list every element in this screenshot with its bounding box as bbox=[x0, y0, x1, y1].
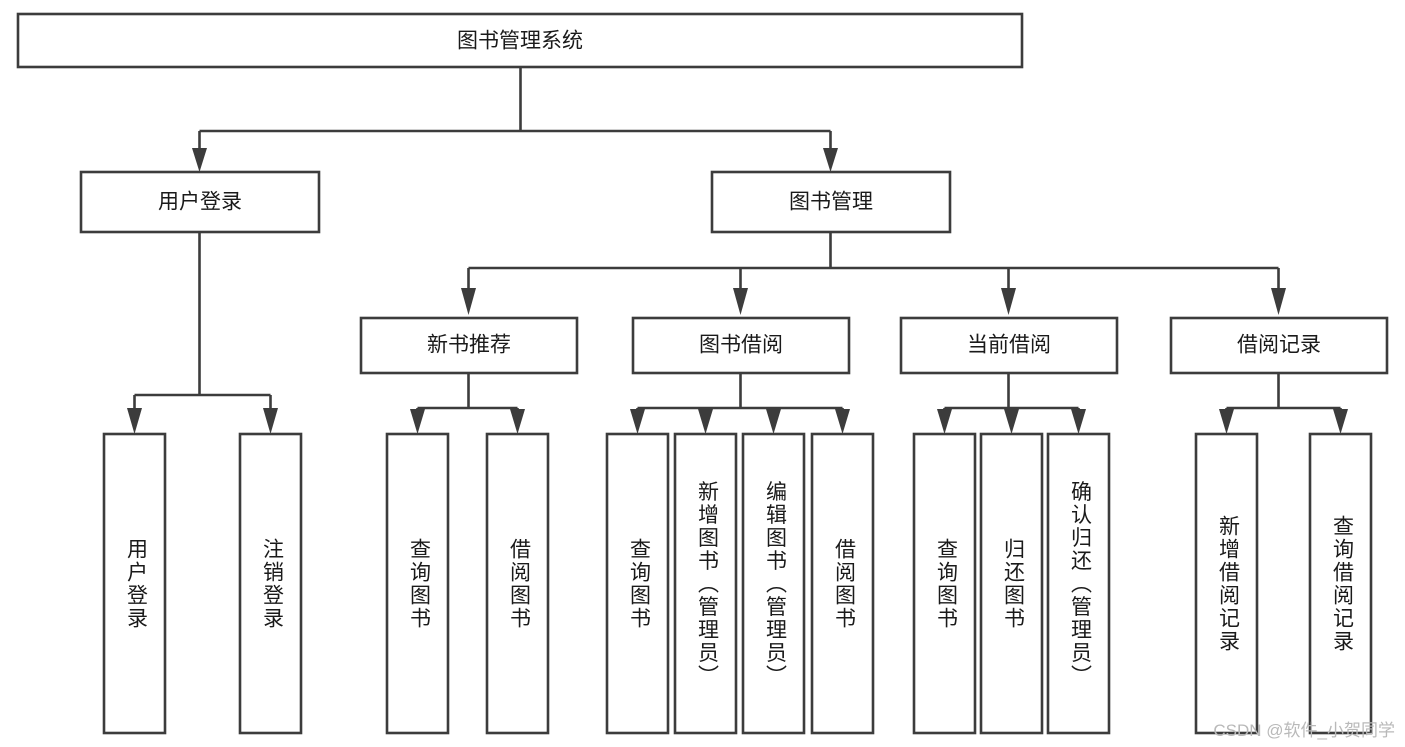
node-leaf-edit-book-box[interactable] bbox=[741, 432, 806, 735]
node-book-borrow-box[interactable] bbox=[631, 316, 851, 375]
node-leaf-query-book-2[interactable]: 查询图书 bbox=[605, 432, 670, 735]
node-current-borrow-box[interactable] bbox=[899, 316, 1119, 375]
node-leaf-return-book-box[interactable] bbox=[979, 432, 1044, 735]
arrow-head-user-login bbox=[192, 148, 207, 172]
node-leaf-borrow-book-1-label: 借阅图书 bbox=[507, 538, 531, 630]
arrow-head-leaf-borrow-book-2 bbox=[835, 409, 850, 434]
node-user-login-label: 用户登录 bbox=[158, 191, 242, 214]
node-leaf-user-logout-label: 注销登录 bbox=[260, 538, 284, 630]
csdn-watermark: CSDN @软件_小贺同学 bbox=[1213, 721, 1395, 740]
arrow-head-leaf-query-book-2 bbox=[630, 409, 645, 434]
node-borrow-record[interactable]: 借阅记录 bbox=[1169, 316, 1389, 375]
node-leaf-add-book-box[interactable] bbox=[673, 432, 738, 735]
node-new-book-rec-box[interactable] bbox=[359, 316, 579, 375]
node-leaf-query-record-box[interactable] bbox=[1308, 432, 1373, 735]
node-current-borrow-label: 当前借阅 bbox=[967, 334, 1051, 357]
node-book-manage[interactable]: 图书管理 bbox=[710, 170, 952, 234]
node-leaf-query-record-label: 查询借阅记录 bbox=[1330, 515, 1354, 653]
arrow-head-leaf-confirm-return bbox=[1071, 409, 1086, 434]
node-leaf-add-record[interactable]: 新增借阅记录 bbox=[1194, 432, 1259, 735]
node-leaf-query-book-2-box[interactable] bbox=[605, 432, 670, 735]
node-leaf-add-record-label: 新增借阅记录 bbox=[1216, 515, 1240, 653]
node-leaf-user-logout-box[interactable] bbox=[238, 432, 303, 735]
node-leaf-query-book-3-box[interactable] bbox=[912, 432, 977, 735]
node-leaf-query-book-1-box[interactable] bbox=[385, 432, 450, 735]
node-leaf-add-book[interactable]: 新增图书（管理员） bbox=[673, 432, 738, 735]
node-leaf-confirm-return-box[interactable] bbox=[1046, 432, 1111, 735]
node-leaf-user-login-label: 用户登录 bbox=[124, 538, 148, 630]
node-book-borrow-label: 图书借阅 bbox=[699, 334, 783, 357]
node-root[interactable]: 图书管理系统 bbox=[16, 12, 1024, 69]
arrow-head-leaf-edit-book bbox=[766, 409, 781, 434]
arrow-head-leaf-user-logout bbox=[263, 408, 278, 434]
arrow-head-book-borrow bbox=[733, 288, 748, 315]
node-leaf-add-book-label: 新增图书（管理员） bbox=[695, 481, 719, 688]
node-root-label: 图书管理系统 bbox=[457, 30, 583, 53]
node-leaf-query-book-3[interactable]: 查询图书 bbox=[912, 432, 977, 735]
node-leaf-query-book-1-label: 查询图书 bbox=[407, 538, 431, 630]
node-leaf-confirm-return[interactable]: 确认归还（管理员） bbox=[1046, 432, 1111, 735]
arrow-head-book-manage bbox=[823, 148, 838, 172]
node-new-book-rec-label: 新书推荐 bbox=[427, 334, 511, 357]
node-leaf-query-book-1[interactable]: 查询图书 bbox=[385, 432, 450, 735]
node-current-borrow[interactable]: 当前借阅 bbox=[899, 316, 1119, 375]
arrow-head-leaf-query-book-3 bbox=[937, 409, 952, 434]
node-leaf-borrow-book-1[interactable]: 借阅图书 bbox=[485, 432, 550, 735]
arrow-head-new-book-rec bbox=[461, 288, 476, 315]
arrow-head-borrow-record bbox=[1271, 288, 1286, 315]
arrow-head-leaf-borrow-book-1 bbox=[510, 409, 525, 434]
node-borrow-record-label: 借阅记录 bbox=[1237, 334, 1321, 357]
connector-layer bbox=[127, 67, 1348, 434]
node-leaf-user-login[interactable]: 用户登录 bbox=[102, 432, 167, 735]
node-root-box[interactable] bbox=[16, 12, 1024, 69]
arrow-head-leaf-add-book bbox=[698, 409, 713, 434]
node-leaf-return-book-label: 归还图书 bbox=[1001, 538, 1025, 630]
node-leaf-confirm-return-label: 确认归还（管理员） bbox=[1068, 481, 1092, 688]
node-leaf-edit-book-label: 编辑图书（管理员） bbox=[763, 481, 787, 688]
node-leaf-borrow-book-2[interactable]: 借阅图书 bbox=[810, 432, 875, 735]
node-leaf-add-record-box[interactable] bbox=[1194, 432, 1259, 735]
node-leaf-query-book-2-label: 查询图书 bbox=[627, 538, 651, 630]
node-leaf-query-record[interactable]: 查询借阅记录 bbox=[1308, 432, 1373, 735]
node-leaf-query-book-3-label: 查询图书 bbox=[934, 538, 958, 630]
arrow-head-leaf-query-record bbox=[1333, 409, 1348, 434]
node-leaf-user-logout[interactable]: 注销登录 bbox=[238, 432, 303, 735]
arrow-head-leaf-query-book-1 bbox=[410, 409, 425, 434]
node-book-manage-box[interactable] bbox=[710, 170, 952, 234]
node-book-manage-label: 图书管理 bbox=[789, 191, 873, 214]
node-new-book-rec[interactable]: 新书推荐 bbox=[359, 316, 579, 375]
node-leaf-edit-book[interactable]: 编辑图书（管理员） bbox=[741, 432, 806, 735]
node-book-borrow[interactable]: 图书借阅 bbox=[631, 316, 851, 375]
arrow-head-leaf-return-book bbox=[1004, 409, 1019, 434]
arrow-head-leaf-add-record bbox=[1219, 409, 1234, 434]
node-leaf-borrow-book-2-box[interactable] bbox=[810, 432, 875, 735]
node-leaf-return-book[interactable]: 归还图书 bbox=[979, 432, 1044, 735]
arrow-head-leaf-user-login bbox=[127, 408, 142, 434]
node-borrow-record-box[interactable] bbox=[1169, 316, 1389, 375]
node-user-login[interactable]: 用户登录 bbox=[79, 170, 321, 234]
node-leaf-user-login-box[interactable] bbox=[102, 432, 167, 735]
node-user-login-box[interactable] bbox=[79, 170, 321, 234]
arrow-head-current-borrow bbox=[1001, 288, 1016, 315]
node-leaf-borrow-book-2-label: 借阅图书 bbox=[832, 538, 856, 630]
node-leaf-borrow-book-1-box[interactable] bbox=[485, 432, 550, 735]
